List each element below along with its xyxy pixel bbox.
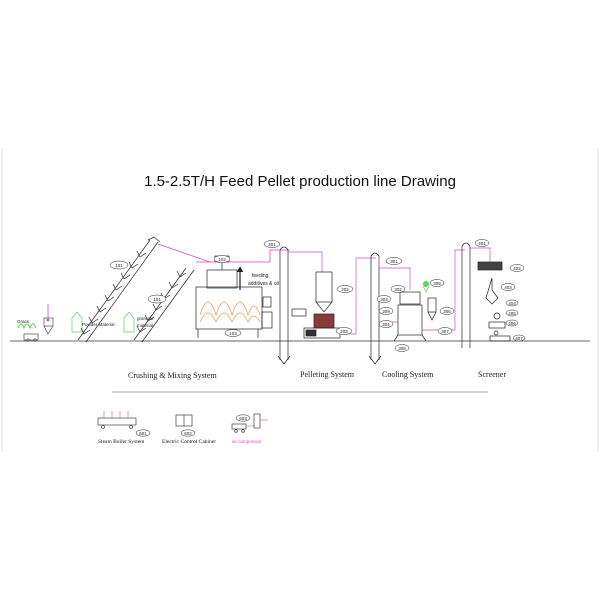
- callout-103: 103: [224, 329, 242, 337]
- callout-407: 407: [512, 334, 526, 342]
- feeding-label-2: additives & oil: [248, 281, 279, 287]
- callout-307: 307: [437, 327, 453, 335]
- callout-203: 203: [335, 327, 353, 335]
- granular-material-bin: granular material: [123, 311, 154, 333]
- callout-301: 301: [385, 257, 403, 265]
- svg-text:302: 302: [394, 287, 402, 292]
- svg-text:309: 309: [382, 309, 390, 314]
- svg-text:304: 304: [382, 322, 390, 327]
- callout-602: 602: [180, 429, 196, 437]
- feeding-label-1: feeding: [252, 273, 269, 279]
- bucket-elevator-101a: [77, 236, 211, 343]
- pelleting-label: Pelleting System: [300, 370, 354, 379]
- cooling-label: Cooling System: [382, 370, 434, 379]
- callout-305: 305: [429, 279, 445, 287]
- granular-label-2: material: [137, 323, 153, 328]
- elevator-201: [277, 246, 323, 365]
- elevator-301: [368, 252, 411, 365]
- pellet-mill: [291, 257, 376, 339]
- callout-306: 306: [439, 307, 455, 315]
- svg-text:303: 303: [380, 297, 388, 302]
- elevator-401: [461, 242, 491, 348]
- steam-boiler-label: Steam Boiler System: [98, 439, 145, 445]
- svg-text:602: 602: [184, 431, 192, 436]
- callout-101a: 101: [109, 260, 129, 270]
- svg-text:601: 601: [139, 431, 147, 436]
- svg-text:305: 305: [433, 281, 441, 286]
- callout-102: 102: [213, 255, 231, 263]
- svg-text:403: 403: [504, 285, 512, 290]
- callout-308: 308: [394, 344, 410, 352]
- callout-601: 601: [135, 429, 151, 437]
- steam-boiler-symbol: [97, 411, 137, 429]
- svg-text:402: 402: [513, 266, 521, 271]
- svg-text:401: 401: [478, 241, 486, 246]
- callout-202: 202: [336, 285, 354, 293]
- callout-303: 303: [376, 295, 392, 303]
- svg-text:407: 407: [515, 336, 523, 341]
- svg-text:103: 103: [229, 331, 237, 336]
- mixer: [195, 255, 273, 338]
- svg-text:202: 202: [341, 287, 349, 292]
- crushing-mixing-label: Crushing & Mixing System: [128, 371, 217, 380]
- svg-text:203: 203: [340, 329, 348, 334]
- callout-101b: 101: [147, 294, 167, 304]
- callout-405: 405: [505, 309, 519, 317]
- svg-text:301: 301: [390, 259, 398, 264]
- electric-cabinet-label: Electric Control Cabinet: [162, 439, 216, 445]
- svg-text:406: 406: [508, 321, 516, 326]
- callout-309: 309: [378, 307, 394, 315]
- callout-406: 406: [505, 319, 519, 327]
- svg-text:405: 405: [508, 311, 516, 316]
- screener-label: Screener: [478, 370, 506, 379]
- callout-304: 304: [378, 320, 394, 328]
- svg-text:603: 603: [239, 416, 247, 421]
- grass-label: Grass: [17, 319, 30, 324]
- screener: [477, 261, 511, 342]
- svg-text:201: 201: [268, 242, 276, 247]
- air-compressor-symbol: [231, 413, 268, 433]
- air-compressor-label: air compressor: [232, 439, 262, 444]
- callout-201: 201: [263, 240, 281, 248]
- callout-402: 402: [509, 264, 525, 272]
- callout-403: 403: [500, 283, 516, 291]
- svg-text:101: 101: [115, 263, 123, 268]
- grass-feeder: Grass: [17, 319, 39, 342]
- pipe-mixer-to-pelleting: [196, 249, 290, 263]
- granular-label-1: granular: [137, 316, 154, 321]
- callout-404: 404: [505, 299, 519, 307]
- electric-cabinet-symbol: [175, 414, 193, 427]
- svg-text:404: 404: [508, 301, 516, 306]
- callout-603: 603: [235, 414, 251, 422]
- diagram-title: 1.5-2.5T/H Feed Pellet production line D…: [144, 173, 456, 190]
- svg-text:101: 101: [153, 297, 161, 302]
- crusher: [43, 304, 54, 335]
- svg-text:306: 306: [443, 309, 451, 314]
- svg-text:102: 102: [218, 257, 226, 262]
- svg-text:307: 307: [441, 329, 449, 334]
- callout-302: 302: [390, 285, 406, 293]
- callout-401: 401: [474, 239, 490, 247]
- bucket-elevator-101b: [133, 267, 195, 343]
- svg-text:308: 308: [398, 346, 406, 351]
